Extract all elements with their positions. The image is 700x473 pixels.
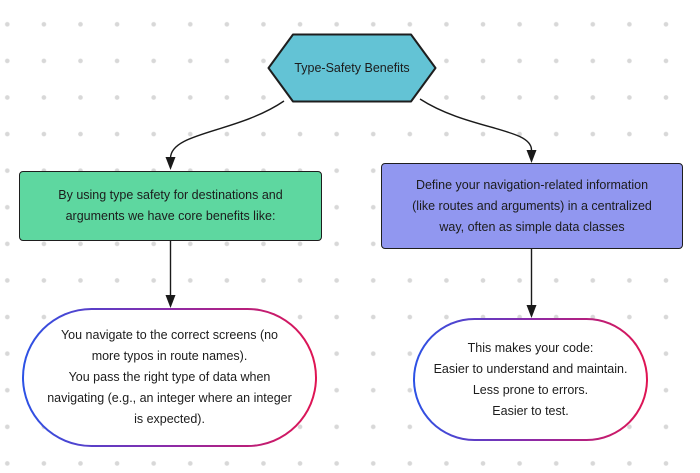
node-code-quality-body: This makes your code: Easier to understa… — [415, 320, 646, 439]
node-text-line: This makes your code: — [467, 340, 594, 355]
node-text-line: By using type safety for destinations an… — [58, 188, 283, 202]
edge-root-to-centralized-info — [419, 98, 533, 151]
node-centralized-info: Define your navigation-related informati… — [381, 163, 683, 249]
hexagon-shape — [267, 33, 437, 103]
node-text-line: You pass the right type of data when — [68, 370, 271, 384]
node-text-line: arguments we have core benefits like: — [65, 209, 276, 223]
node-text-line: You navigate to the correct screens (no — [60, 328, 279, 342]
node-text-line: (like routes and arguments) in a central… — [412, 198, 652, 213]
node-text-line: is expected). — [134, 412, 205, 426]
arrowhead-navigation-outcomes — [165, 295, 176, 308]
node-code-quality: This makes your code: Easier to understa… — [413, 318, 648, 441]
edge-root-to-core-benefits — [169, 100, 285, 159]
arrowhead-code-quality — [526, 305, 537, 318]
node-text-line: Less prone to errors. — [472, 382, 589, 397]
node-text-line: way, often as simple data classes — [439, 219, 625, 234]
node-text-line: Define your navigation-related informati… — [415, 177, 649, 192]
node-type-safety-benefits: Type-Safety Benefits — [267, 33, 437, 103]
node-core-benefits: By using type safety for destinations an… — [19, 171, 322, 241]
node-text-line: Easier to understand and maintain. — [433, 361, 628, 376]
node-text-line: Easier to test. — [492, 403, 569, 418]
node-label-root: Type-Safety Benefits — [294, 60, 410, 75]
node-text-line: more typos in route names). — [91, 349, 248, 363]
arrowhead-core-benefits — [165, 157, 176, 170]
node-navigation-outcomes-body: You navigate to the correct screens (no … — [24, 310, 315, 445]
node-text-line: navigating (e.g., an integer where an in… — [47, 391, 292, 405]
node-navigation-outcomes: You navigate to the correct screens (no … — [22, 308, 317, 447]
arrowhead-centralized-info — [526, 150, 537, 163]
